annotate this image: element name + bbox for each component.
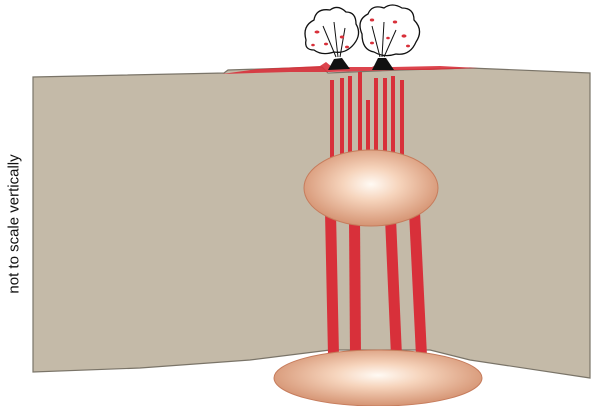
volcanic-vent-icon [328, 58, 350, 70]
upper-magma-chamber [304, 150, 438, 226]
eruption-plume-icon [360, 5, 420, 57]
crust-layer [33, 67, 590, 378]
volcanic-vent-icon [372, 58, 394, 70]
eruption-plume-icon [305, 7, 359, 57]
lower-magma-chamber [274, 350, 482, 406]
scale-note-label: not to scale vertically [6, 154, 23, 293]
